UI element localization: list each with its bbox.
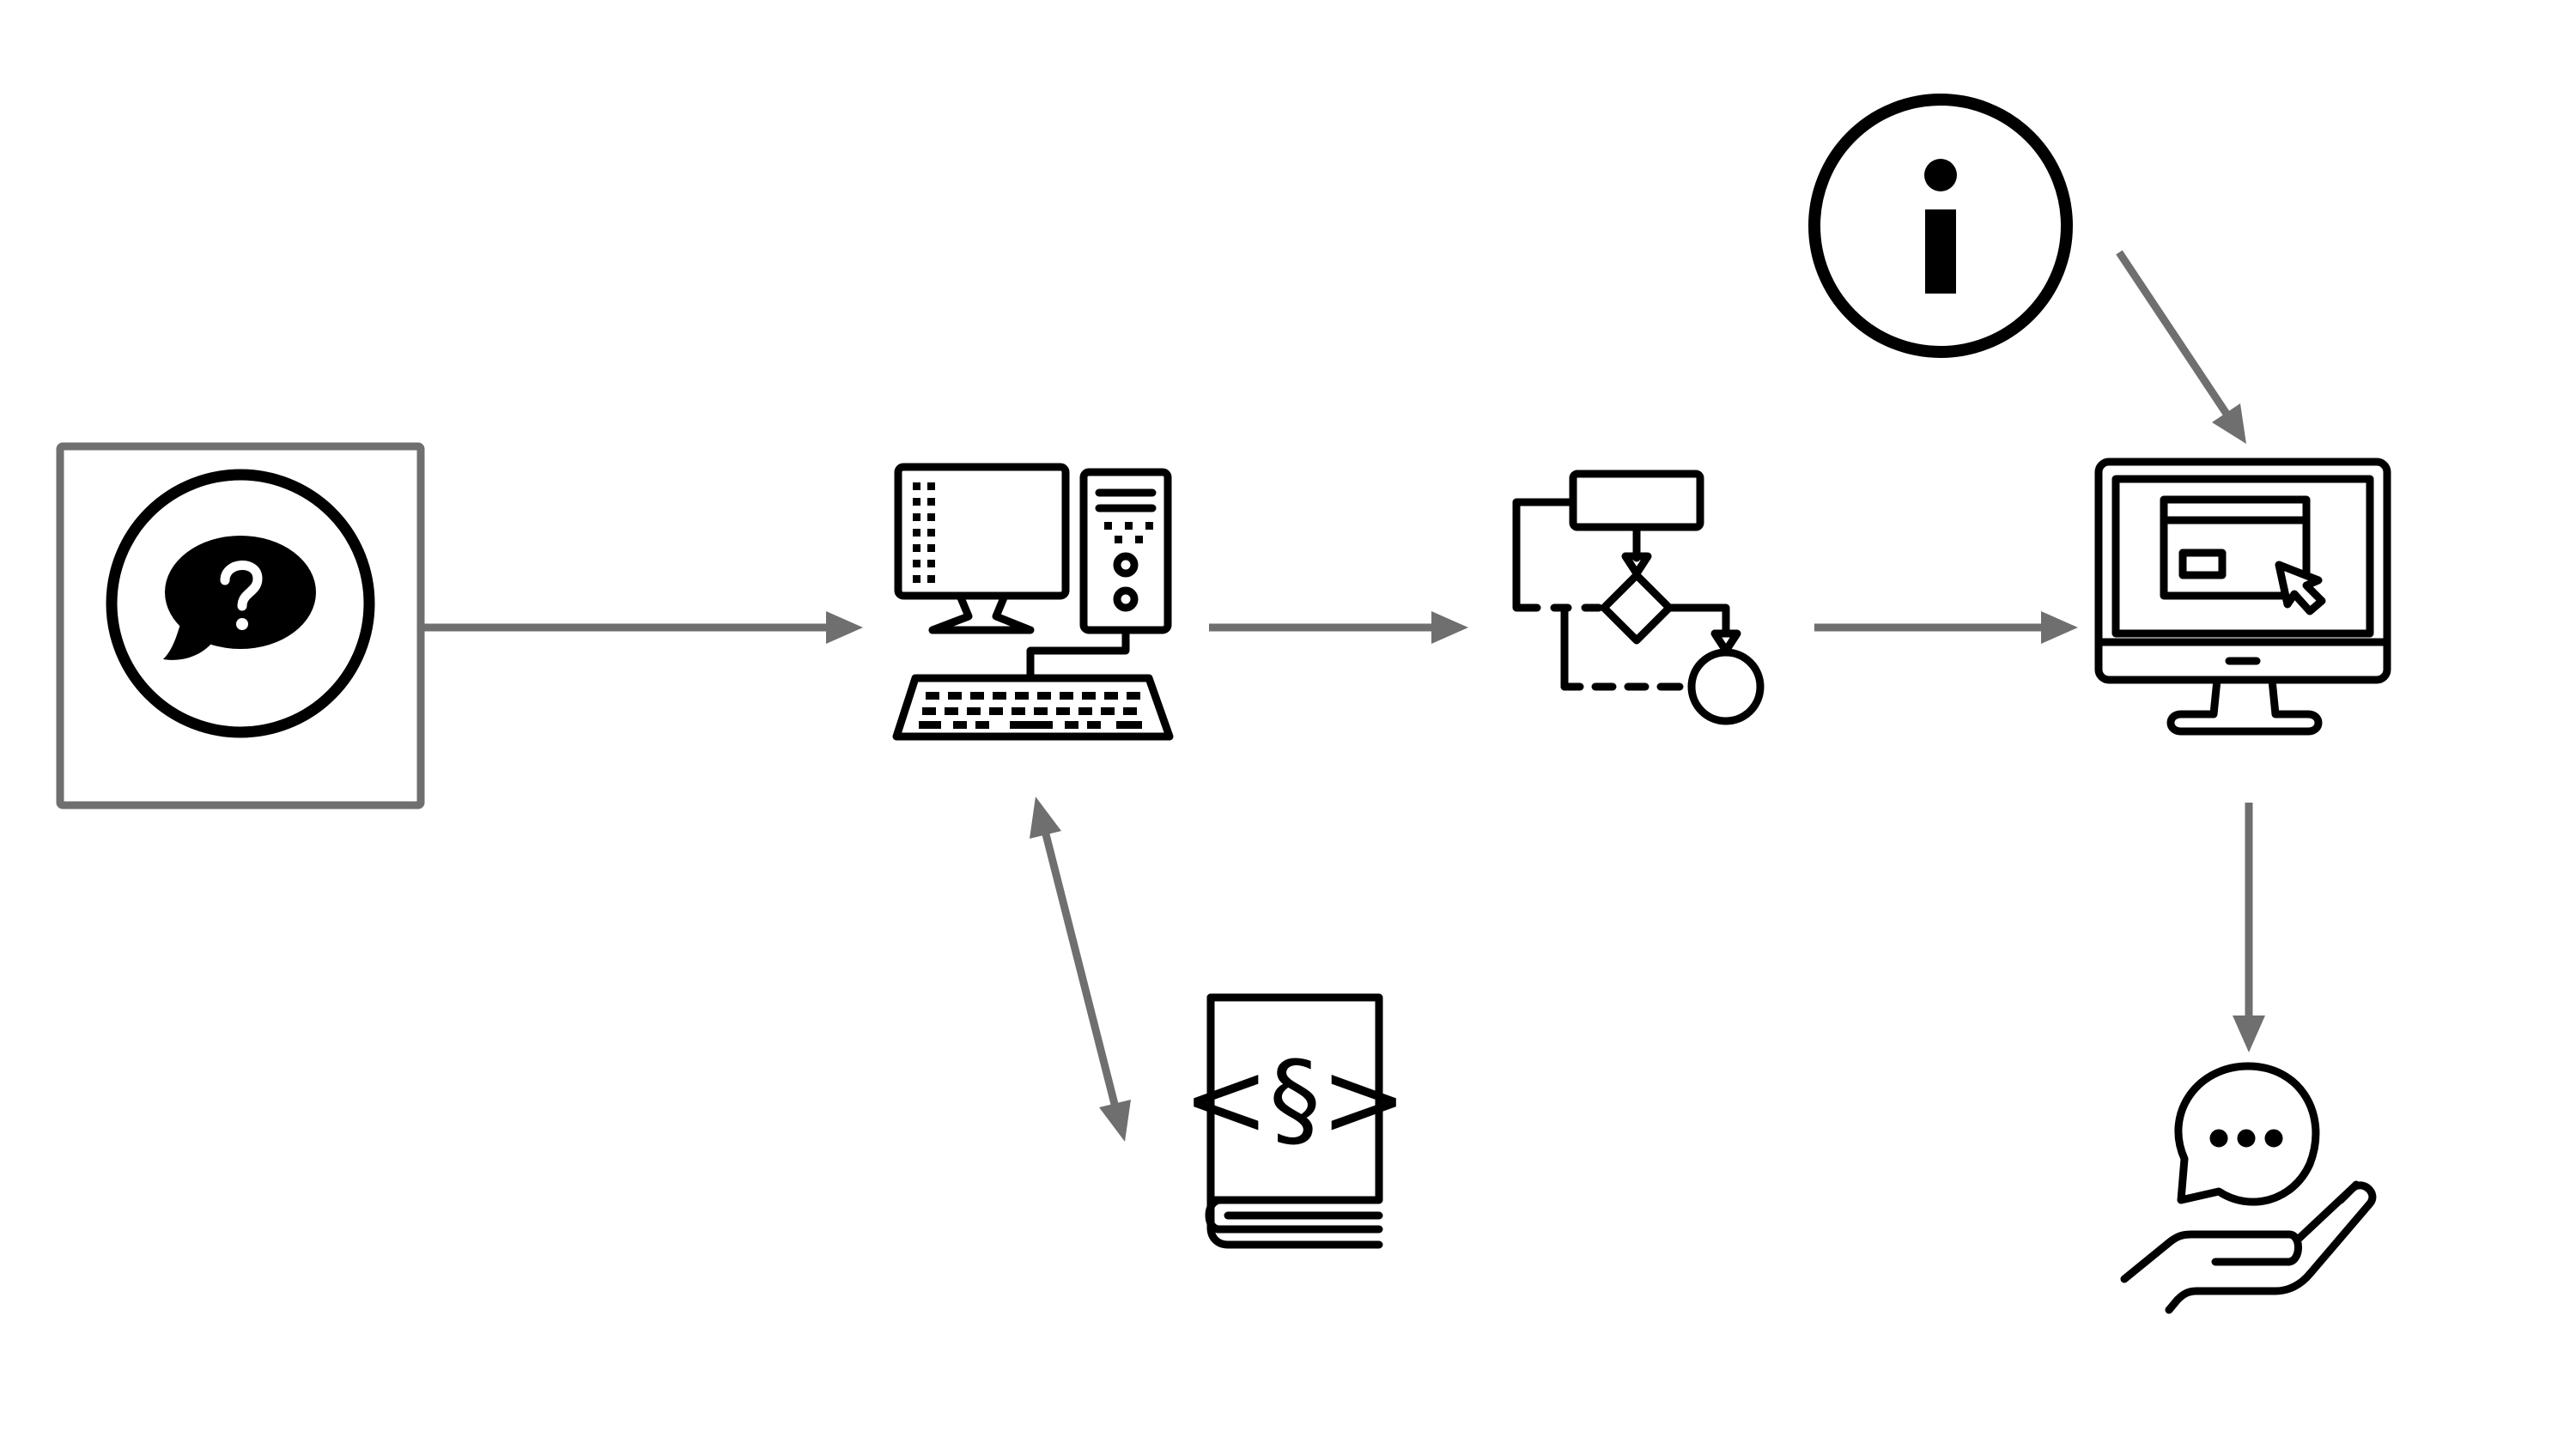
arrow-question-to-computer [424, 611, 863, 644]
arrow-monitor-to-answer [2233, 803, 2265, 1052]
arrow-info-to-monitor [2116, 250, 2246, 444]
hand-speech-bubble-icon [2120, 1062, 2377, 1314]
arrow-computer-to-flowchart [1209, 611, 1468, 644]
arrows [424, 250, 2265, 1142]
question-speech-bubble-icon [106, 469, 375, 738]
question-node [56, 442, 425, 809]
arrow-computer-law-book [1030, 797, 1131, 1142]
law-book-label: <§> [1182, 1040, 1406, 1160]
desktop-computer-icon [892, 463, 1174, 741]
law-book-icon: <§> [1182, 993, 1407, 1249]
arrow-flowchart-to-monitor [1814, 611, 2078, 644]
info-icon [1808, 94, 2073, 358]
question-frame [56, 442, 425, 809]
flowchart-icon [1512, 470, 1765, 725]
monitor-web-interface-icon [2094, 458, 2391, 736]
